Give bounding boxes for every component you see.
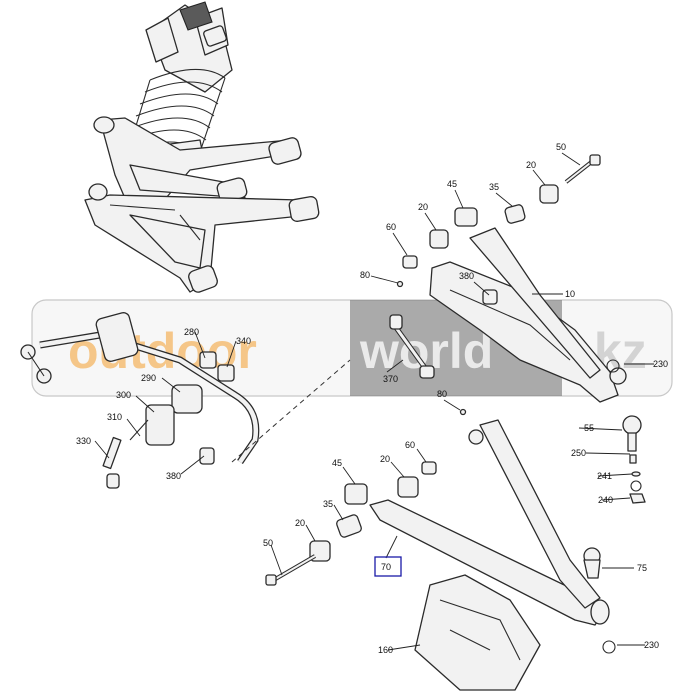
callout-230-bot: 230 <box>644 640 659 650</box>
callout-370: 370 <box>383 374 398 384</box>
callout-80-bot: 80 <box>437 389 447 399</box>
callout-310: 310 <box>107 412 122 422</box>
callout-55: 55 <box>584 423 594 433</box>
stabilizer-bar-assembly <box>20 312 351 489</box>
callout-80-top: 80 <box>360 270 370 280</box>
shock-assembly <box>84 1 320 293</box>
callout-60-top: 60 <box>386 222 396 232</box>
upper-a-arm-group <box>389 154 646 504</box>
callout-340: 340 <box>236 336 251 346</box>
callout-240: 240 <box>598 495 613 505</box>
callout-330: 330 <box>76 436 91 446</box>
lower-a-arm-group <box>265 419 616 691</box>
callout-35-top: 35 <box>489 182 499 192</box>
callout-35-bot: 35 <box>323 499 333 509</box>
callout-380-bot: 380 <box>166 471 181 481</box>
callout-50-top: 50 <box>556 142 566 152</box>
callout-20-bot: 20 <box>380 454 390 464</box>
callout-290: 290 <box>141 373 156 383</box>
callout-241: 241 <box>597 471 612 481</box>
callout-20-top: 20 <box>526 160 536 170</box>
callout-60-bot: 60 <box>405 440 415 450</box>
callout-50-bot: 50 <box>263 538 273 548</box>
callout-70-highlight-box <box>374 556 402 577</box>
callout-75: 75 <box>637 563 647 573</box>
callout-70: 70 <box>381 562 391 572</box>
callout-20-mid: 20 <box>418 202 428 212</box>
callout-10: 10 <box>565 289 575 299</box>
callout-250: 250 <box>571 448 586 458</box>
callout-20-low: 20 <box>295 518 305 528</box>
callout-160: 160 <box>378 645 393 655</box>
callout-45-bot: 45 <box>332 458 342 468</box>
callout-230-top: 230 <box>653 359 668 369</box>
callout-280: 280 <box>184 327 199 337</box>
callout-labels: 50 20 45 35 20 60 80 380 10 230 370 280 … <box>76 142 668 655</box>
callout-300: 300 <box>116 390 131 400</box>
leader-lines <box>94 152 654 651</box>
callout-45-top: 45 <box>447 179 457 189</box>
callout-380-top: 380 <box>459 271 474 281</box>
